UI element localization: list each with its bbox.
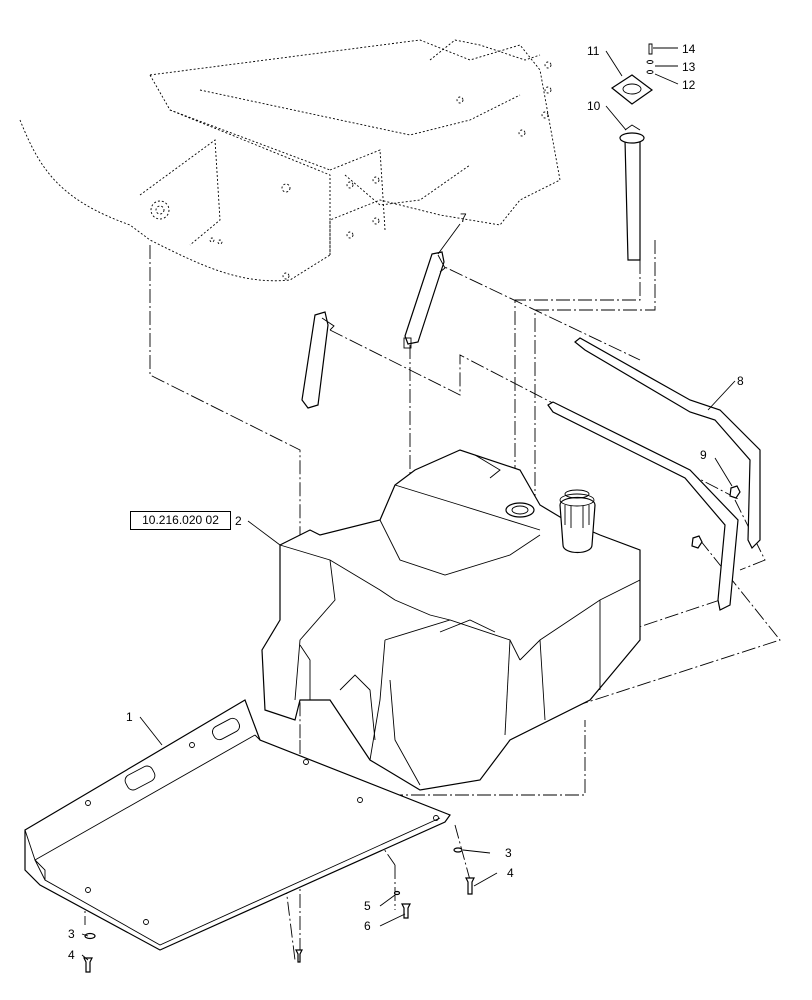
reference-box[interactable]: 10.216.020 02 <box>130 511 231 530</box>
skid-plate[interactable] <box>24 699 451 951</box>
strap-nuts[interactable] <box>691 485 741 549</box>
fuel-tank[interactable] <box>261 449 641 791</box>
frame-outline <box>19 39 561 282</box>
callout-8: 8 <box>737 374 744 388</box>
callout-4-right: 4 <box>507 866 514 880</box>
callout-12: 12 <box>682 78 696 92</box>
sender-gasket[interactable] <box>610 74 654 105</box>
callout-14: 14 <box>682 42 696 56</box>
callout-3-right: 3 <box>505 846 512 860</box>
callout-11: 11 <box>587 44 600 58</box>
sender-hardware[interactable] <box>646 43 654 74</box>
callout-5: 5 <box>364 899 371 913</box>
tank-straps-front[interactable] <box>301 251 446 409</box>
callout-4-left: 4 <box>68 948 75 962</box>
callout-3-left: 3 <box>68 927 75 941</box>
callout-9: 9 <box>700 448 707 462</box>
callout-1: 1 <box>126 710 133 724</box>
callout-labels: 1 2 3 4 3 4 5 6 7 8 9 10 11 12 13 14 <box>68 42 744 962</box>
leader-lines <box>81 47 736 961</box>
callout-7: 7 <box>460 211 467 225</box>
fuel-sender[interactable] <box>619 124 645 261</box>
callout-13: 13 <box>682 60 696 74</box>
callout-10: 10 <box>587 99 601 113</box>
tank-strap-long[interactable] <box>547 337 761 611</box>
callout-6: 6 <box>364 919 371 933</box>
callout-2: 2 <box>235 514 242 528</box>
